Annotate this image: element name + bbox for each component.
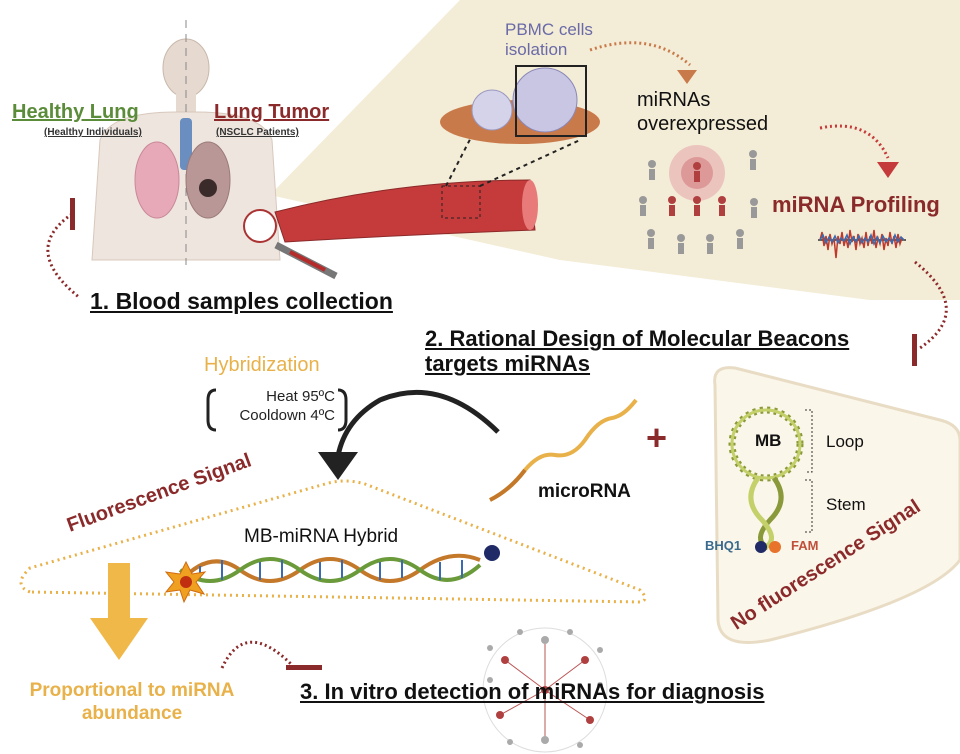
- mb-label: MB: [755, 431, 782, 450]
- lung-tumor-title: Lung Tumor: [214, 101, 330, 123]
- arrow-head-icon: [877, 162, 899, 178]
- step2-label: 2. Rational Design of Molecular Beacons …: [425, 326, 850, 377]
- quencher-dot: [484, 545, 500, 561]
- beacon-panel: [713, 366, 960, 644]
- connector-step1: [46, 212, 81, 300]
- people-network: [482, 627, 608, 753]
- pbmc-dish: [440, 65, 600, 144]
- step1-label: 1. Blood samples collection: [90, 288, 393, 314]
- hybridization-conditions: Heat 95ºC Cooldown 4ºC: [239, 388, 335, 424]
- hybridization-title: Hybridization: [204, 354, 320, 376]
- blood-vessel: [274, 119, 581, 243]
- stem-label: Stem: [826, 495, 866, 514]
- hybrid-label: MB-miRNA Hybrid: [244, 526, 399, 547]
- fam-label: FAM: [791, 538, 819, 553]
- proportional-label: Proportional to miRNA abundance: [29, 680, 235, 724]
- healthy-lung-subtitle: (Healthy Individuals): [44, 127, 142, 138]
- quencher-dot: [755, 541, 767, 553]
- mirna-profiling-label: miRNA Profiling: [772, 192, 940, 217]
- hybrid-helix: [178, 545, 500, 584]
- step3-label: 3. In vitro detection of miRNAs for diag…: [300, 679, 765, 704]
- hybridization-arrow: [335, 389, 500, 457]
- arrow-head-icon: [677, 70, 697, 84]
- fluorophore-dot: [769, 541, 781, 553]
- people-cluster: [639, 145, 758, 254]
- bar-end-icon: [912, 334, 917, 366]
- healthy-lung: [134, 141, 180, 219]
- bracket-icon: [206, 388, 217, 432]
- healthy-lung-title: Healthy Lung: [12, 101, 139, 123]
- hybrid-panel: [19, 479, 647, 604]
- human-figure: [91, 20, 281, 265]
- microrna-label: microRNA: [538, 481, 631, 502]
- pbmc-label: PBMC cells isolation: [505, 20, 593, 59]
- arrow-head-icon: [318, 452, 358, 480]
- lung-tumor-subtitle: (NSCLC Patients): [216, 127, 299, 138]
- connector-step3: [220, 640, 294, 669]
- molecular-beacon: [728, 406, 813, 553]
- arrow-pbmc-to-mirna: [589, 41, 691, 67]
- bar-end-icon: [70, 198, 75, 230]
- proportional-arrow: [90, 563, 148, 660]
- connector-step2: [914, 260, 948, 350]
- fluorescence-burst-icon: [164, 560, 207, 604]
- profiling-plot: [818, 229, 906, 259]
- syringe-icon: [243, 209, 338, 280]
- mirnas-overexpressed-label: miRNAs overexpressed: [637, 89, 769, 135]
- bracket-icon: [337, 388, 348, 432]
- bhq1-label: BHQ1: [705, 538, 742, 553]
- loop-label: Loop: [826, 432, 864, 451]
- plus-sign: +: [646, 417, 667, 458]
- bar-end-icon: [286, 665, 322, 670]
